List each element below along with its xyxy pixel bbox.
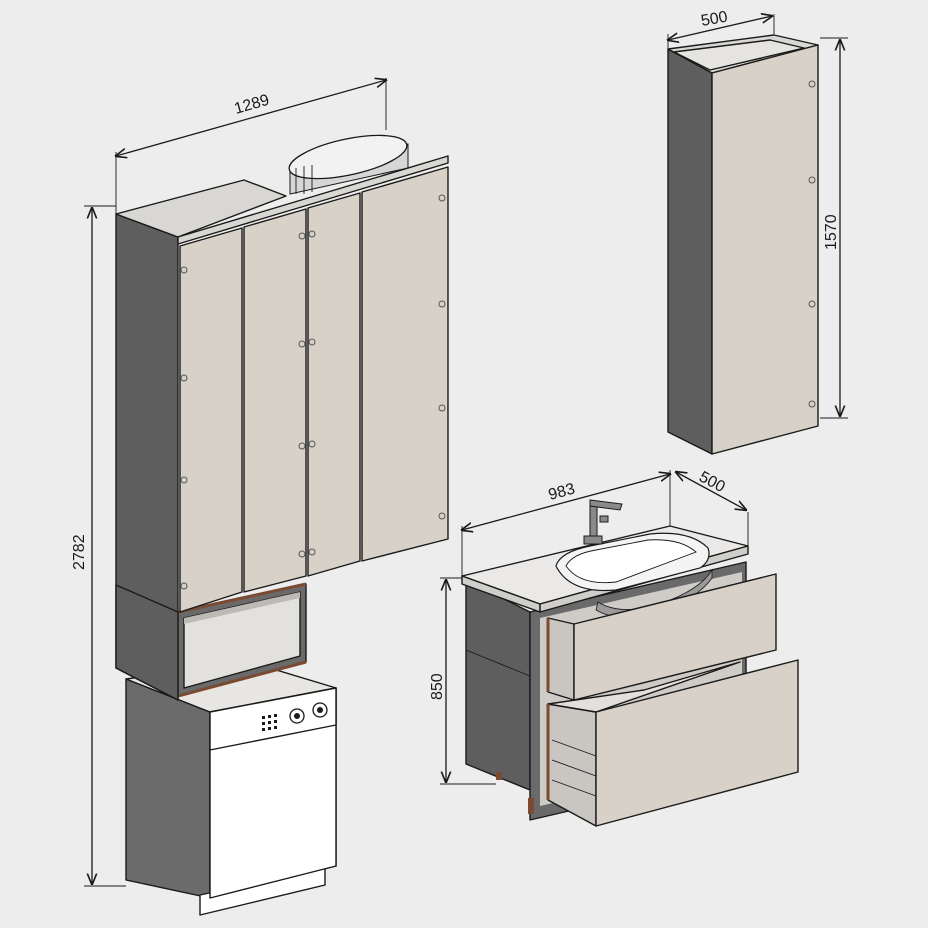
dimension-wall-width: 500 — [668, 9, 774, 48]
dimension-vanity-height: 850 — [429, 577, 496, 785]
open-niche — [115, 582, 307, 701]
dimension-tall-height: 2782 — [71, 205, 126, 887]
upper-drawer — [546, 573, 777, 701]
lower-drawer — [546, 659, 799, 827]
washing-machine — [209, 687, 337, 899]
dimension-label: 500 — [700, 9, 729, 30]
vanity-leg — [528, 798, 534, 814]
tall-cabinet-assembly — [115, 134, 449, 916]
wall-cabinet-hinges — [808, 80, 816, 408]
wall-cabinet — [667, 34, 819, 455]
dimension-vanity-width: 983 — [462, 470, 670, 576]
dimension-tall-width: 1289 — [116, 78, 386, 214]
tall-cabinet-top — [115, 179, 287, 238]
vanity-leg — [496, 772, 502, 780]
dimension-label: 850 — [429, 673, 446, 700]
door-hinges — [180, 194, 446, 590]
dimension-label: 2782 — [71, 534, 88, 570]
faucet-icon — [583, 499, 623, 545]
sink-basin — [555, 532, 713, 618]
dimension-label: 1570 — [823, 214, 840, 250]
dimension-label: 983 — [547, 481, 577, 504]
vanity-unit — [461, 499, 799, 827]
dimension-wall-height: 1570 — [820, 37, 848, 419]
control-knob-icon — [289, 702, 328, 724]
button-grid-icon — [262, 714, 277, 731]
tall-cabinet-doors — [177, 155, 449, 613]
